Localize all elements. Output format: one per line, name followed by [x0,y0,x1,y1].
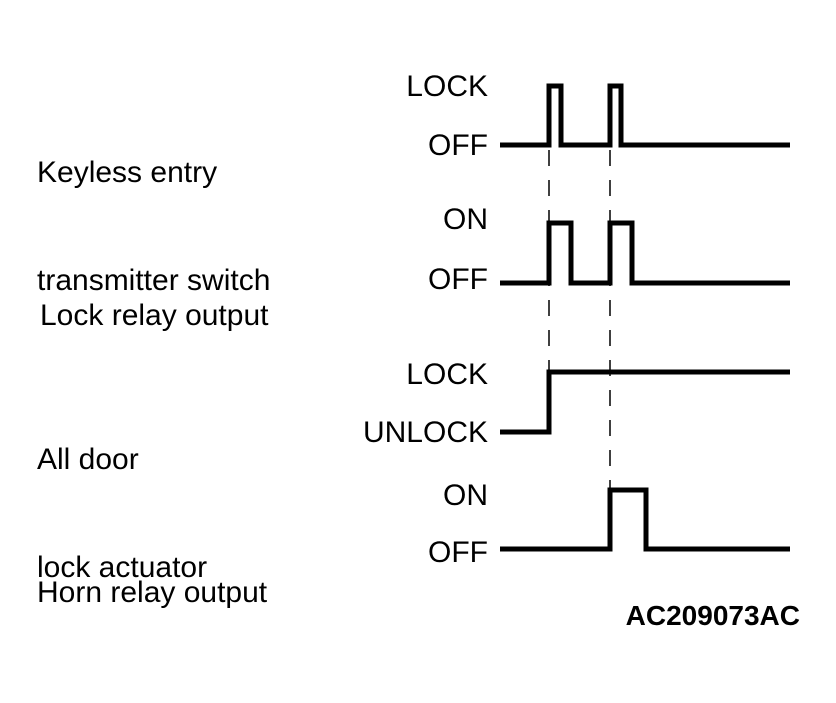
signal-name-lock-relay: Lock relay output [40,226,268,370]
signal-name-door-actuator-line2: lock actuator [37,551,208,584]
waveform-line-lock-relay [500,220,790,286]
signal-name-lock-relay-line1: Lock relay output [40,299,269,332]
waveform-line-door-actuator [500,369,790,435]
level-label-lock-relay-high: ON [443,203,488,236]
signal-name-door-actuator-line1: All door [37,443,139,476]
signal-name-horn-relay-line1: Horn relay output [37,576,268,609]
level-label-keyless-low: OFF [428,129,488,162]
signal-name-keyless-switch-line2: transmitter switch [37,264,271,297]
level-label-horn-relay-low: OFF [428,536,488,569]
waveform-horn-relay-output [500,487,790,552]
signal-name-door-actuator: All door lock actuator [37,370,207,622]
waveform-all-door-lock-actuator [500,369,790,435]
waveform-line-horn-relay [500,487,790,552]
signal-name-keyless-switch: Keyless entry transmitter switch [37,83,270,335]
signal-name-keyless-switch-line1: Keyless entry [37,156,218,189]
waveform-keyless-entry-transmitter-switch [500,83,790,148]
level-label-lock-relay-low: OFF [428,263,488,296]
waveform-lock-relay-output [500,220,790,286]
level-label-horn-relay-high: ON [443,479,488,512]
figure-code: AC209073AC [625,600,800,631]
level-label-door-actuator-high: LOCK [406,358,488,391]
waveform-line-keyless-switch [500,83,790,148]
level-label-keyless-high: LOCK [406,70,488,103]
level-label-door-actuator-low: UNLOCK [362,416,488,449]
signal-name-horn-relay: Horn relay output [37,503,267,647]
